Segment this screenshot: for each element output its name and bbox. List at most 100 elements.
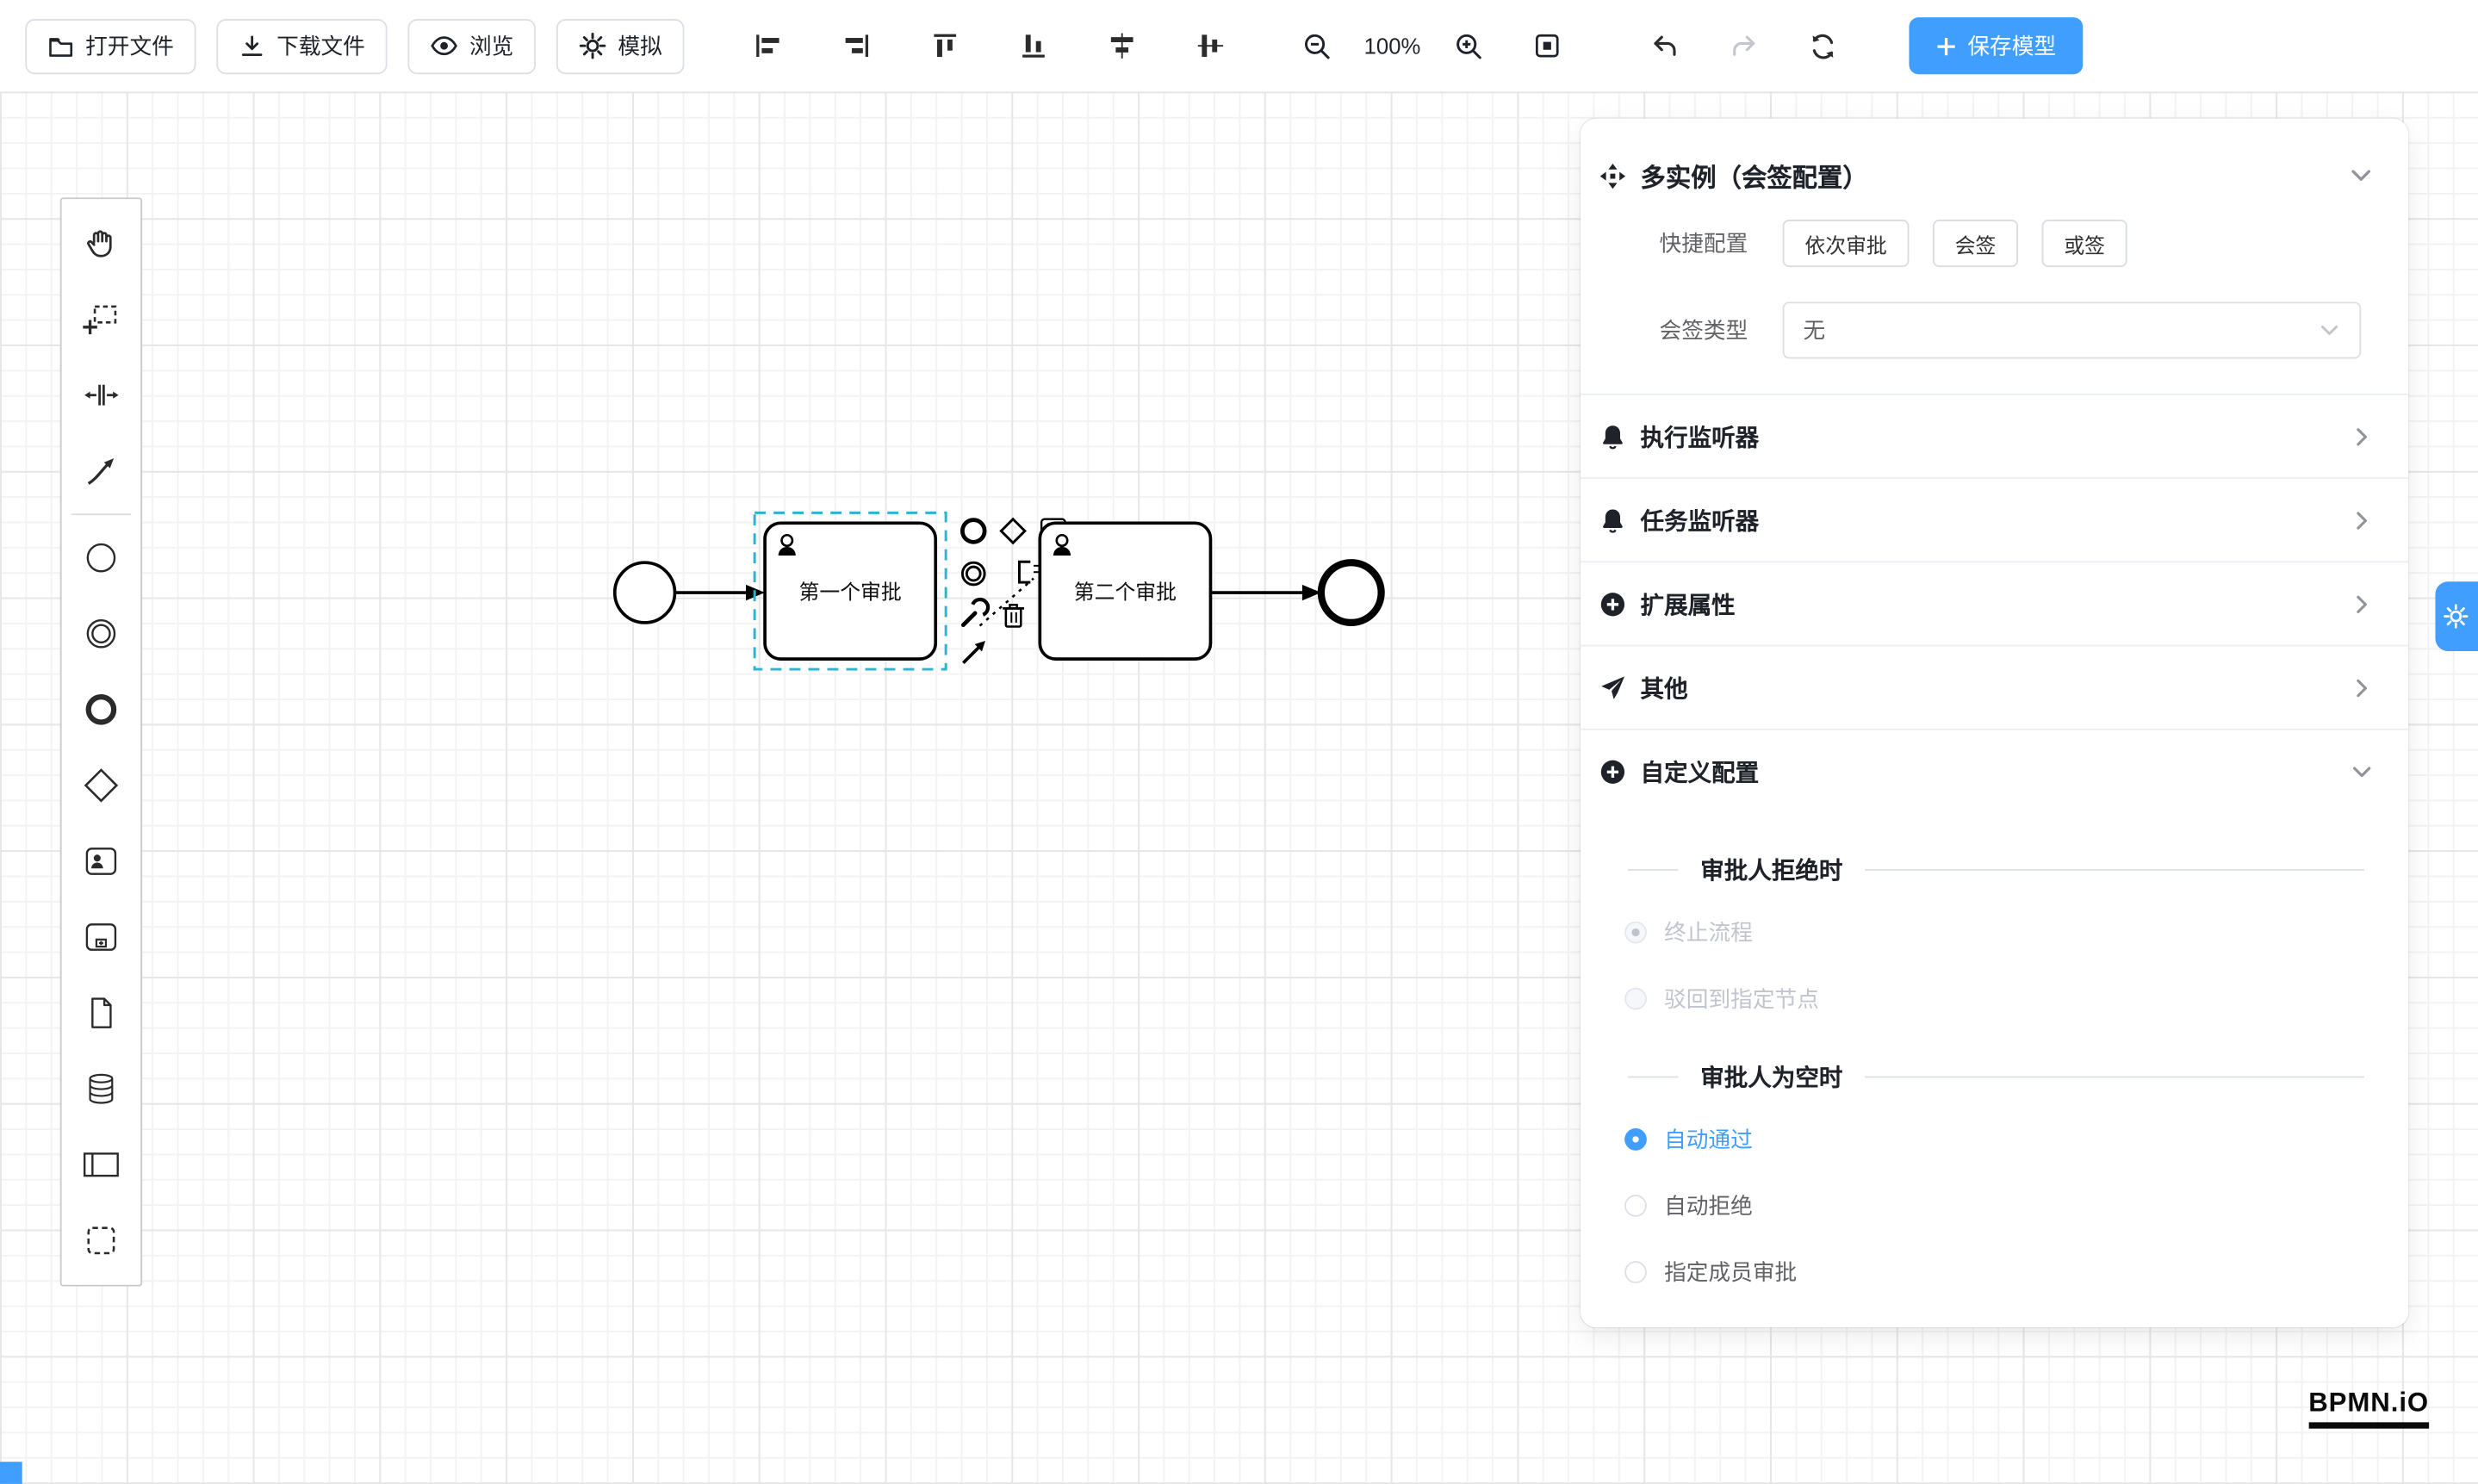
reject-section-divider: 审批人拒绝时 xyxy=(1628,854,2364,887)
sign-type-select[interactable]: 无 xyxy=(1782,301,2362,359)
radio-icon xyxy=(1624,921,1647,944)
task1-shape[interactable]: 第一个审批 xyxy=(763,521,938,661)
empty-section-title: 审批人为空时 xyxy=(1700,1065,1843,1092)
preview-button[interactable]: 浏览 xyxy=(407,18,537,74)
trash-icon[interactable] xyxy=(1003,604,1024,628)
align-top-icon[interactable] xyxy=(920,21,971,71)
create-gateway[interactable] xyxy=(62,748,141,823)
bpmn-io-logo[interactable]: BPMN.iO xyxy=(2308,1388,2430,1429)
section-extended-properties[interactable]: 扩展属性 xyxy=(1580,561,2409,644)
quick-option-countersign[interactable]: 会签 xyxy=(1933,220,2019,268)
folder-open-icon xyxy=(49,37,73,56)
distribute-vertical-icon[interactable] xyxy=(1185,21,1236,71)
user-icon xyxy=(1053,533,1071,556)
create-end-event[interactable] xyxy=(62,672,141,748)
lasso-tool[interactable] xyxy=(62,282,141,357)
chevron-right-icon xyxy=(2357,678,2367,697)
user-icon xyxy=(778,533,796,556)
selection-outline xyxy=(753,511,947,671)
simulate-button[interactable]: 模拟 xyxy=(556,18,685,74)
gateway-icon xyxy=(84,768,119,803)
multi-instance-header[interactable]: 多实例（会签配置） xyxy=(1581,119,2408,220)
align-left-icon[interactable] xyxy=(742,21,793,71)
group-icon xyxy=(87,1226,115,1255)
quick-option-orsign[interactable]: 或签 xyxy=(2041,220,2127,268)
create-intermediate-event[interactable] xyxy=(62,596,141,672)
section-execution-listener[interactable]: 执行监听器 xyxy=(1580,393,2409,477)
redo-icon[interactable] xyxy=(1717,21,1768,71)
open-file-button[interactable]: 打开文件 xyxy=(25,18,196,74)
wrench-icon[interactable] xyxy=(960,598,991,628)
download-file-button[interactable]: 下载文件 xyxy=(216,18,388,74)
append-gateway-icon[interactable] xyxy=(999,517,1027,545)
radio-terminate-process[interactable]: 终止流程 xyxy=(1624,899,2364,966)
history-controls xyxy=(1624,21,1861,71)
corner-badge xyxy=(0,1462,22,1484)
align-tools xyxy=(724,21,1254,71)
reset-icon[interactable] xyxy=(1797,21,1848,71)
lasso-icon xyxy=(83,305,117,335)
save-model-button[interactable]: 保存模型 xyxy=(1909,17,2084,75)
align-bottom-icon[interactable] xyxy=(1009,21,1059,71)
zoom-controls: 100% xyxy=(1277,21,1587,71)
task2-shape[interactable]: 第二个审批 xyxy=(1038,521,1213,661)
chevron-down-icon xyxy=(2321,326,2338,335)
create-participant[interactable] xyxy=(62,1127,141,1202)
global-connect-tool[interactable] xyxy=(62,433,141,509)
radio-icon xyxy=(1624,1195,1647,1217)
quick-config-label: 快捷配置 xyxy=(1659,230,1748,257)
plus-icon xyxy=(1937,37,1955,55)
radio-auto-reject[interactable]: 自动拒绝 xyxy=(1624,1172,2364,1239)
radio-assign-member[interactable]: 指定成员审批 xyxy=(1624,1239,2364,1305)
reject-section-title: 审批人拒绝时 xyxy=(1700,858,1843,885)
fit-viewport-icon[interactable] xyxy=(1522,21,1573,71)
chevron-down-icon[interactable] xyxy=(2349,163,2374,188)
zoom-in-icon[interactable] xyxy=(1443,21,1494,71)
file-icon xyxy=(91,997,112,1028)
radio-icon xyxy=(1624,1128,1647,1151)
preview-label: 浏览 xyxy=(469,33,514,59)
start-event-icon xyxy=(86,543,116,573)
align-right-icon[interactable] xyxy=(831,21,882,71)
distribute-horizontal-icon[interactable] xyxy=(1096,21,1147,71)
section-task-listener[interactable]: 任务监听器 xyxy=(1580,477,2409,561)
end-event-shape[interactable] xyxy=(1317,559,1385,627)
create-subprocess[interactable] xyxy=(62,899,141,975)
sequence-flow-2[interactable] xyxy=(1210,584,1321,601)
palette-divider xyxy=(71,513,132,516)
intermediate-event-icon xyxy=(86,618,116,649)
panel-sections: 执行监听器 任务监听器 扩展属性 其他 自定义配置 xyxy=(1580,393,2409,812)
connect-preview-line xyxy=(978,577,1034,627)
space-tool-icon xyxy=(84,384,119,406)
zoom-out-icon[interactable] xyxy=(1291,21,1342,71)
panel-title: 多实例（会签配置） xyxy=(1640,165,1868,193)
download-icon xyxy=(241,34,263,56)
settings-tab[interactable] xyxy=(2435,581,2478,651)
sign-type-value: 无 xyxy=(1803,317,1826,344)
create-group[interactable] xyxy=(62,1202,141,1278)
undo-icon[interactable] xyxy=(1639,21,1690,71)
start-event-shape[interactable] xyxy=(612,561,677,624)
download-file-label: 下载文件 xyxy=(276,33,365,59)
subprocess-icon xyxy=(85,923,117,951)
create-start-event[interactable] xyxy=(62,520,141,596)
gear-icon xyxy=(2444,604,2469,629)
end-event-icon xyxy=(85,694,117,725)
create-data-object[interactable] xyxy=(62,975,141,1051)
radio-return-to-node[interactable]: 驳回到指定节点 xyxy=(1624,966,2364,1032)
connect-icon[interactable] xyxy=(962,641,986,665)
create-user-task[interactable] xyxy=(62,823,141,899)
hand-tool[interactable] xyxy=(62,206,141,282)
append-end-event-icon[interactable] xyxy=(960,518,987,544)
space-tool[interactable] xyxy=(62,357,141,433)
append-intermediate-event-icon[interactable] xyxy=(960,561,986,587)
section-other[interactable]: 其他 xyxy=(1580,644,2409,729)
sequence-flow-1[interactable] xyxy=(674,584,766,601)
open-file-label: 打开文件 xyxy=(85,33,174,59)
pool-icon xyxy=(83,1152,119,1177)
radio-auto-pass[interactable]: 自动通过 xyxy=(1624,1106,2364,1172)
create-data-store[interactable] xyxy=(62,1051,141,1127)
quick-option-sequential[interactable]: 依次审批 xyxy=(1782,220,1910,268)
quick-config-row: 快捷配置 依次审批 会签 或签 xyxy=(1581,220,2408,268)
section-custom-config[interactable]: 自定义配置 xyxy=(1580,728,2409,812)
